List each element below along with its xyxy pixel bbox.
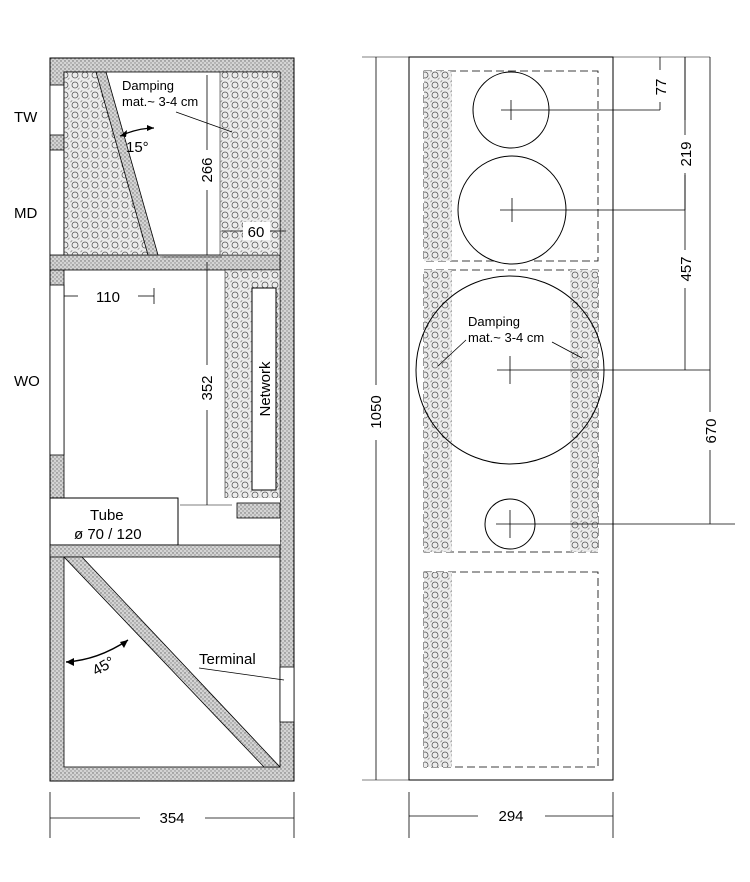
dim-77: 77 xyxy=(653,79,670,96)
midrange-label: MD xyxy=(14,205,37,222)
damping-strip-upper xyxy=(424,71,452,261)
dim-upper-height: 266 xyxy=(199,157,216,182)
terminal-label: Terminal xyxy=(199,651,256,668)
dim-front-width: 294 xyxy=(498,808,523,825)
dim-depth-110: 110 xyxy=(96,289,120,306)
side-view: Network Tube ø 70 / 120 Terminal TW MD W… xyxy=(14,57,295,838)
midrange-opening xyxy=(49,149,65,256)
dim-side-width: 354 xyxy=(159,810,184,827)
damping-strip-lower xyxy=(424,572,452,767)
network-label: Network xyxy=(257,361,274,417)
damping-strip-middle-left xyxy=(424,270,452,552)
tube-size-label: ø 70 / 120 xyxy=(74,526,142,543)
front-damping-label-line1: Damping xyxy=(468,314,520,329)
tweeter-label: TW xyxy=(14,109,38,126)
lower-divider xyxy=(49,544,281,558)
tube-port xyxy=(49,497,179,546)
damping-strip-middle-right xyxy=(570,270,598,552)
dim-depth-60: 60 xyxy=(248,224,265,241)
damping-label-line1: Damping xyxy=(122,78,174,93)
angle-top-label: 15° xyxy=(126,139,149,156)
dim-457: 457 xyxy=(678,256,695,281)
front-view: 77 219 457 670 Damping mat.~ 3-4 cm 1050… xyxy=(362,56,735,838)
tube-shelf xyxy=(236,502,281,519)
diagonal-brace xyxy=(63,556,281,768)
front-damping-label-line2: mat.~ 3-4 cm xyxy=(468,330,544,345)
network-board xyxy=(251,287,277,491)
tube-label: Tube xyxy=(90,507,124,524)
woofer-label: WO xyxy=(14,373,40,390)
woofer-opening xyxy=(49,284,65,456)
dim-219: 219 xyxy=(678,141,695,166)
angled-panel xyxy=(95,71,159,256)
terminal-opening xyxy=(279,666,295,723)
upper-divider xyxy=(49,254,281,271)
dim-lower-height: 352 xyxy=(199,375,216,400)
dim-height: 1050 xyxy=(368,395,385,428)
dim-670: 670 xyxy=(703,418,720,443)
damping-label-line2: mat.~ 3-4 cm xyxy=(122,94,198,109)
tweeter-opening xyxy=(49,84,65,136)
